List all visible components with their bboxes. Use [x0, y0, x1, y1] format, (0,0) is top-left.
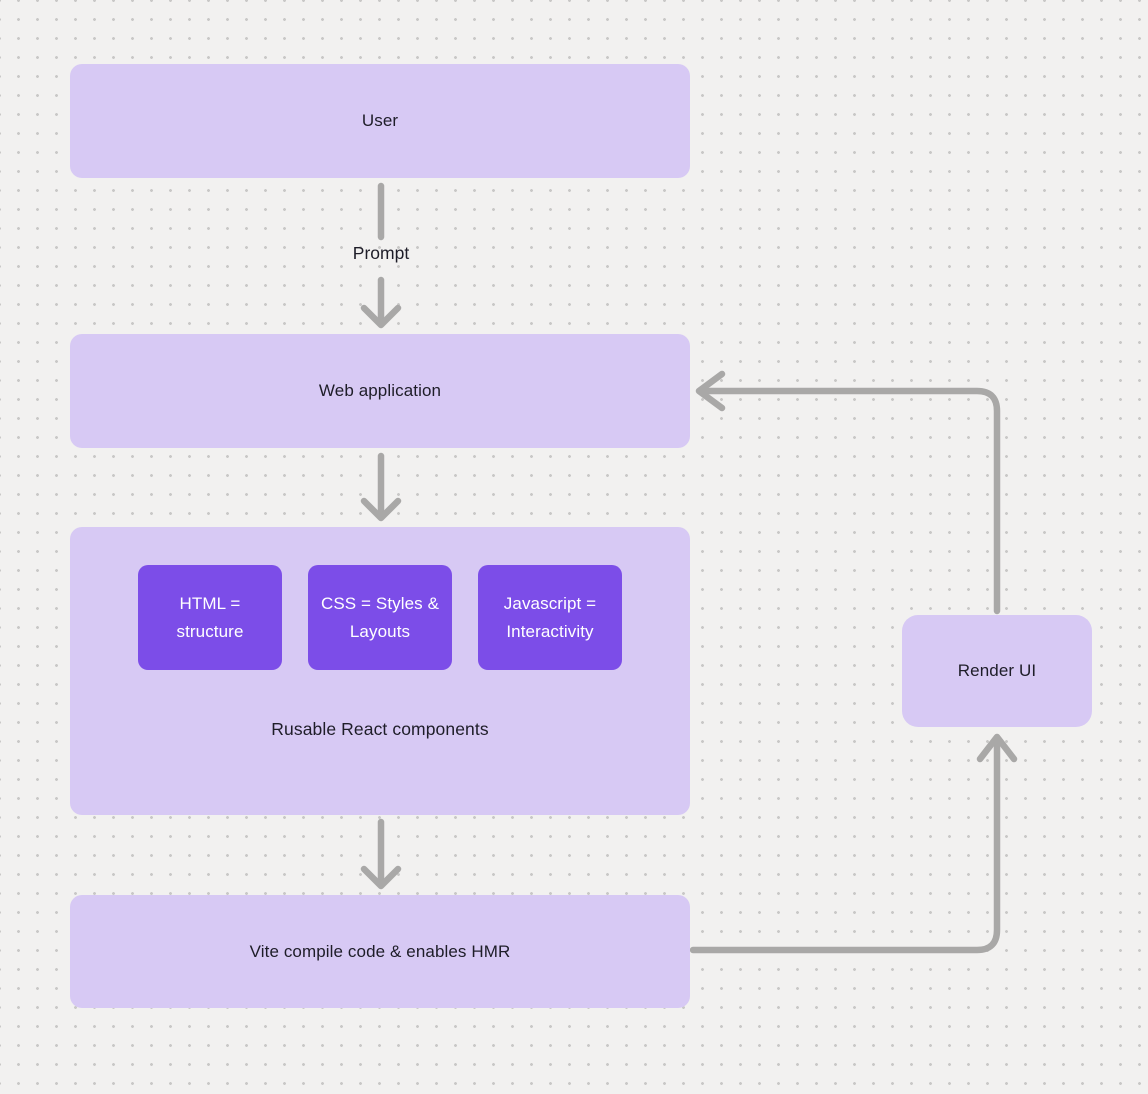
edge-label-prompt: Prompt	[352, 243, 410, 263]
node-web-application-label: Web application	[318, 381, 442, 400]
node-render-ui-label: Render UI	[957, 661, 1037, 680]
chip-javascript-label: Javascript = Interactivity	[503, 593, 597, 641]
node-vite: Vite compile code & enables HMR	[70, 895, 690, 1008]
chip-html: HTML = structure	[138, 565, 282, 670]
chip-css: CSS = Styles & Layouts	[308, 565, 452, 670]
node-render-ui: Render UI	[902, 615, 1092, 727]
node-user: User	[70, 64, 690, 178]
chip-css-label: CSS = Styles & Layouts	[320, 593, 440, 641]
node-web-application: Web application	[70, 334, 690, 448]
group-react-components: HTML = structure CSS = Styles & Layouts …	[70, 527, 690, 815]
chip-javascript: Javascript = Interactivity	[478, 565, 622, 670]
group-react-components-caption: Rusable React components	[271, 719, 489, 739]
node-user-label: User	[361, 111, 399, 130]
chip-html-label: HTML = structure	[176, 593, 244, 641]
node-vite-label: Vite compile code & enables HMR	[249, 941, 511, 961]
